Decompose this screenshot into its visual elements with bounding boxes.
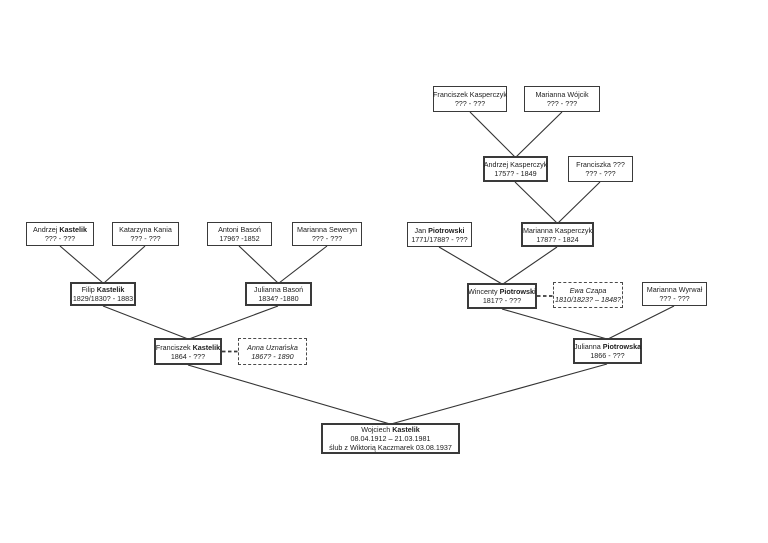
person-box-marianna-seweryn: Marianna Seweryn ??? - ??? [292, 222, 362, 246]
person-name: Julianna Basoń [253, 285, 304, 294]
ancestry-line [515, 111, 563, 158]
person-box-ewa-czapa: Ewa Czapa 1810/1823? – 1848? [553, 282, 623, 308]
ancestry-line [278, 245, 328, 284]
ancestry-line [390, 363, 608, 425]
person-dates: ??? - ??? [44, 234, 76, 243]
person-name: Jan Piotrowski [414, 225, 465, 235]
person-box-franciszek-kastelik: Franciszek Kastelik 1864 - ??? [154, 338, 222, 365]
person-name: Franciszek Kasperczyk [433, 90, 507, 99]
ancestry-line [59, 245, 104, 284]
person-box-andrzej-kasperczyk: Andrzej Kasperczyk 1757? - 1849 [483, 156, 548, 182]
person-dates: 1771/1788? - ??? [411, 234, 468, 244]
person-box-katarzyna-kania: Katarzyna Kania ??? - ??? [112, 222, 179, 246]
person-dates: 1834? -1880 [258, 294, 299, 303]
ancestry-line [187, 364, 391, 425]
person-name: Antoni Basoń [218, 225, 261, 234]
ancestry-line [103, 245, 146, 284]
person-dates: ??? - ??? [546, 99, 578, 108]
person-name: Filip Kastelik [81, 285, 125, 294]
ancestry-line [102, 305, 189, 340]
ancestry-line [238, 245, 279, 284]
person-name: Franciszek Kastelik [155, 342, 221, 352]
person-box-antoni-bason: Antoni Basoń 1796? -1852 [207, 222, 272, 246]
person-dates: 1817? - ??? [482, 296, 522, 305]
ancestry-line [502, 246, 558, 285]
person-name: Franciszka ??? [576, 160, 625, 169]
person-box-julianna-piotrowska: Julianna Piotrowska 1866 - ??? [573, 338, 642, 364]
person-dates: 1864 - ??? [170, 351, 206, 361]
person-box-marianna-kasperczyk: Marianna Kasperczyk 1787? - 1824 [521, 222, 594, 247]
person-box-filip-kastelik: Filip Kastelik 1829/1830? - 1883 [70, 282, 136, 306]
person-dates: 1867? - 1890 [251, 351, 294, 361]
person-box-jan-piotrowski: Jan Piotrowski 1771/1788? - ??? [407, 222, 472, 247]
person-name: Marianna Seweryn [297, 225, 357, 234]
ancestry-line [188, 305, 279, 340]
person-dates: ??? - ??? [454, 99, 486, 108]
person-box-franciszek-kasperczyk: Franciszek Kasperczyk ??? - ??? [433, 86, 507, 112]
person-name: Wojciech Kastelik [361, 425, 420, 434]
person-name: Katarzyna Kania [119, 225, 172, 234]
person-dates: ??? - ??? [311, 234, 343, 243]
person-name: Anna Uznańska [247, 342, 298, 352]
person-name: Julianna Piotrowska [573, 342, 642, 351]
person-name: Marianna Wyrwał [646, 285, 703, 294]
person-box-wincenty-piotrowski: Wincenty Piotrowski 1817? - ??? [467, 283, 537, 309]
person-name: Marianna Kasperczyk [522, 225, 593, 235]
ancestry-line [469, 111, 516, 158]
person-name: Ewa Czapa [569, 286, 607, 295]
person-name: Andrzej Kastelik [33, 225, 87, 234]
ancestry-line [607, 305, 675, 340]
person-dates: ??? - ??? [585, 169, 616, 178]
person-box-andrzej-kastelik: Andrzej Kastelik ??? - ??? [26, 222, 94, 246]
person-name: Marianna Wójcik [535, 90, 589, 99]
person-dates: 1796? -1852 [219, 234, 260, 243]
person-dates: 1810/1823? – 1848? [555, 295, 621, 304]
person-dates: 1829/1830? - 1883 [72, 294, 134, 303]
person-dates: ??? - ??? [130, 234, 161, 243]
person-box-anna-uznanska: Anna Uznańska 1867? - 1890 [238, 338, 307, 365]
ancestry-line [501, 308, 608, 340]
person-name: Wincenty Piotrowski [468, 287, 536, 296]
person-dates: 1866 - ??? [590, 351, 625, 360]
ancestry-line [514, 181, 558, 224]
person-box-marianna-wyrwal: Marianna Wyrwał ??? - ??? [642, 282, 707, 306]
person-name: Andrzej Kasperczyk [483, 160, 548, 169]
person-box-julianna-bason: Julianna Basoń 1834? -1880 [245, 282, 312, 306]
person-marriage-note: ślub z Wiktorią Kaczmarek 03.08.1937 [329, 443, 452, 452]
ancestry-line [557, 181, 601, 224]
person-dates: ??? - ??? [659, 294, 690, 303]
person-dates: 1757? - 1849 [494, 169, 537, 178]
person-box-marianna-wojcik: Marianna Wójcik ??? - ??? [524, 86, 600, 112]
person-dates: 08.04.1912 – 21.03.1981 [350, 434, 431, 443]
person-dates: 1787? - 1824 [536, 234, 579, 244]
person-box-wojciech-kastelik: Wojciech Kastelik 08.04.1912 – 21.03.198… [321, 423, 460, 454]
person-box-franciszka: Franciszka ??? ??? - ??? [568, 156, 633, 182]
ancestry-line [438, 246, 503, 285]
